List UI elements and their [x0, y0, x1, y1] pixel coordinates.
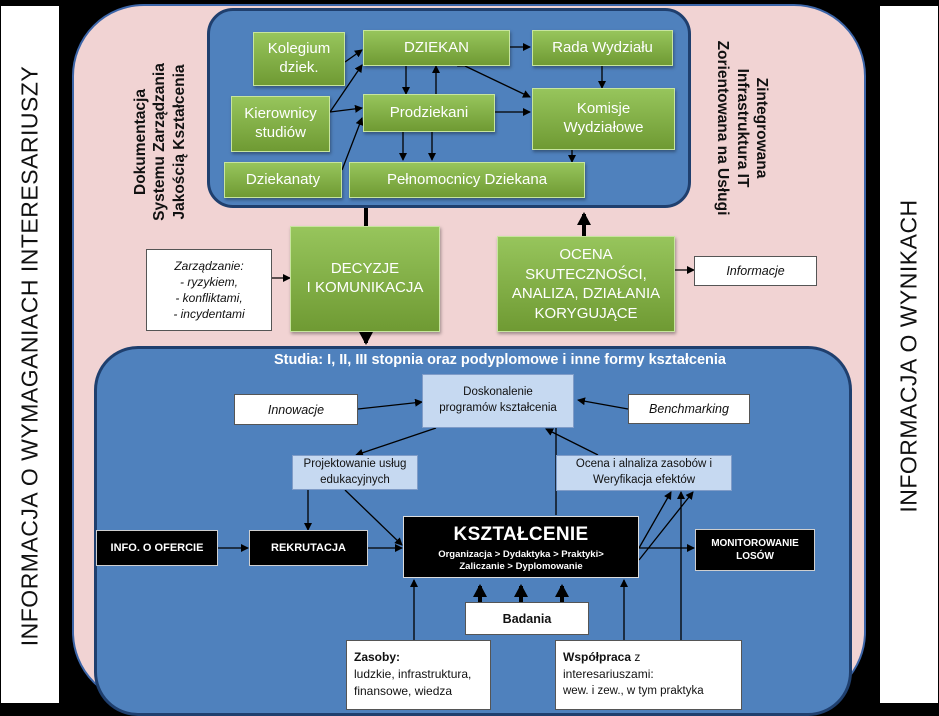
risk-management-note: Zarządzanie:- ryzykiem,- konfliktami,- i…	[146, 249, 272, 331]
education-process-line1: Organizacja > Dydaktyka > Praktyki>	[438, 549, 604, 560]
offer-info-box: INFO. O OFERCIE	[96, 530, 218, 566]
faculty-council-box: Rada Wydziału	[532, 30, 673, 66]
education-box: KSZTAŁCENIE Organizacja > Dydaktyka > Pr…	[403, 516, 639, 578]
information-note: Informacje	[694, 256, 817, 286]
resources-box: Zasoby: ludzkie, infrastruktura, finanso…	[346, 640, 491, 710]
vice-deans-box: Prodziekani	[363, 94, 495, 132]
right-side-panel: INFORMACJA O WYNIKACH	[880, 6, 938, 703]
dean-offices-box: Dziekanaty	[224, 162, 342, 198]
education-title: KSZTAŁCENIE	[453, 524, 589, 545]
innovations-box: Innowacje	[234, 394, 358, 425]
research-box: Badania	[465, 602, 589, 635]
recruitment-box: REKRUTACJA	[249, 530, 368, 566]
benchmarking-box: Benchmarking	[628, 394, 750, 424]
dean-box: DZIEKAN	[363, 30, 510, 66]
education-process-line2: Zaliczanie > Dyplomowanie	[459, 561, 583, 572]
studies-title: Studia: I, II, III stopnia oraz podyplom…	[274, 352, 726, 368]
dean-plenipotentiaries-box: Pełnomocnicy Dziekana	[349, 162, 585, 198]
left-side-panel: INFORMACJA O WYMAGANIACH INTERESARIUSZY	[1, 6, 59, 703]
stakeholder-cooperation-box: Współpraca z interesariuszami: wew. i ze…	[555, 640, 742, 710]
